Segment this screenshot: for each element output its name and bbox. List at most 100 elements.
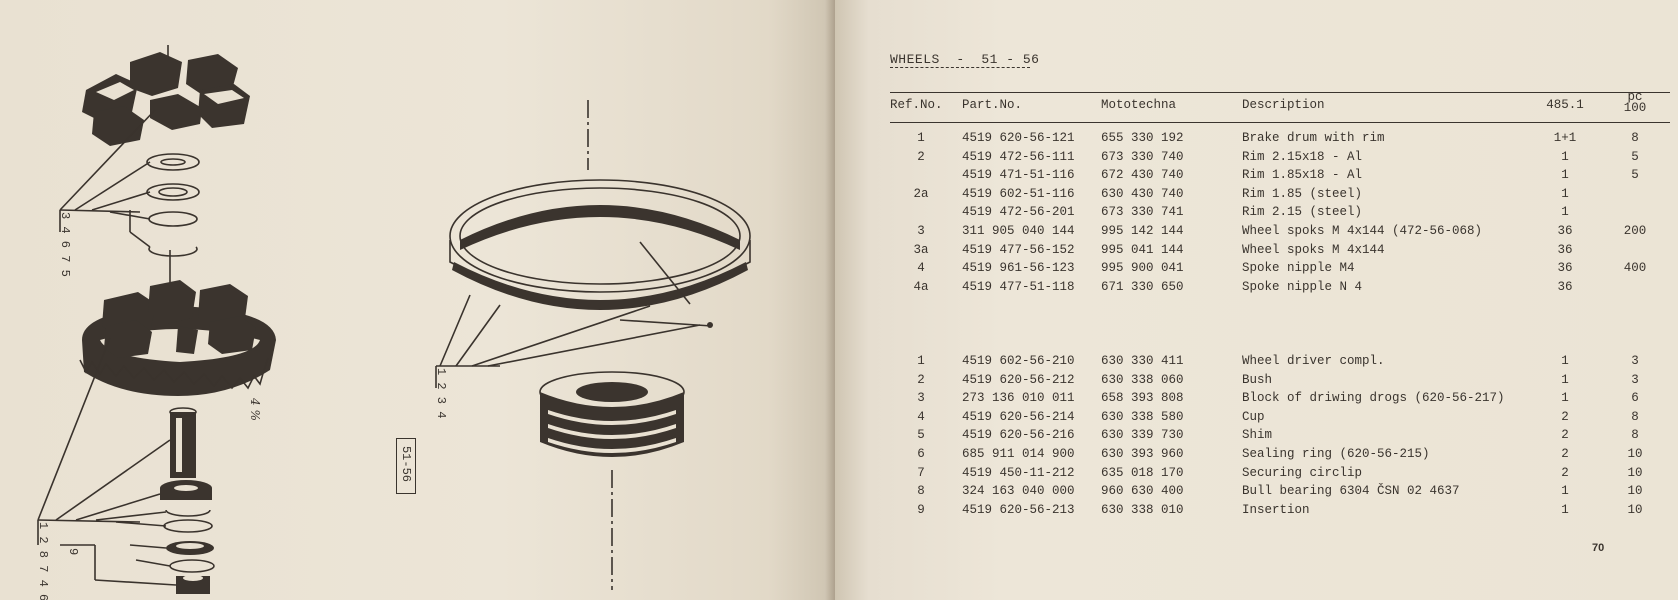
cell-mototechna-no: 995 900 041 xyxy=(1101,261,1184,276)
exploded-view-drawing xyxy=(37,45,751,594)
cell-ref-no: 6 xyxy=(917,447,925,461)
cell-ref-no: 1 xyxy=(917,131,925,145)
cell-description: Spoke nipple M4 xyxy=(1242,261,1355,276)
cell-pc-per-100: 3 xyxy=(1631,354,1639,368)
cell-mototechna-no: 630 430 740 xyxy=(1101,186,1184,201)
cell-quantity: 1 xyxy=(1561,354,1569,368)
table-header: Ref.No. Part.No. Mototechna Description … xyxy=(0,91,1678,122)
cell-part-no: 4519 450-11-212 xyxy=(962,465,1075,480)
cell-pc-per-100: 8 xyxy=(1631,428,1639,443)
cell-pc-per-100: 3 xyxy=(1631,372,1639,387)
cell-part-no: 4519 620-56-214 xyxy=(962,409,1075,424)
cell-ref-no: 9 xyxy=(917,502,925,517)
cell-description: Rim 2.15x18 - Al xyxy=(1242,149,1363,164)
brake-drum-drawing xyxy=(539,371,685,590)
cell-ref-no: 8 xyxy=(917,484,925,499)
cell-description: Sealing ring (620-56-215) xyxy=(1242,447,1430,461)
section-title-text: WHEELS - 51 - 56 xyxy=(890,52,1040,67)
parts-table-row: 9 4519 620-56-213 630 338 010 Insertion 1 10 xyxy=(0,503,1678,521)
cell-description: Wheel driver compl. xyxy=(1242,354,1385,368)
cell-mototechna-no: 630 330 411 xyxy=(1101,354,1184,368)
cell-quantity: 2 xyxy=(1561,465,1569,480)
cell-mototechna-no: 630 339 730 xyxy=(1101,428,1184,443)
cell-ref-no: 3a xyxy=(913,242,929,257)
cell-quantity: 1 xyxy=(1561,502,1569,517)
cell-quantity: 2 xyxy=(1561,447,1569,461)
cell-mototechna-no: 995 142 144 xyxy=(1101,224,1184,238)
parts-table-row: 3a 4519 477-56-152 995 041 144 Wheel spoks … xyxy=(0,243,1678,261)
cell-description: Securing circlip xyxy=(1242,465,1363,480)
cell-description: Spoke nipple N 4 xyxy=(1242,279,1363,294)
cell-mototechna-no: 630 338 580 xyxy=(1101,409,1184,424)
cell-quantity: 1 xyxy=(1561,186,1569,201)
cell-quantity: 36 xyxy=(1557,242,1573,257)
cell-description: Cup xyxy=(1242,409,1265,424)
cell-quantity: 1 xyxy=(1561,168,1569,183)
cell-part-no: 4519 620-56-216 xyxy=(962,428,1075,443)
cell-part-no: 4519 620-56-121 xyxy=(962,131,1075,145)
cell-quantity: 1 xyxy=(1561,149,1569,164)
cell-ref-no: 2a xyxy=(913,186,929,201)
right-page-parts-list xyxy=(835,0,1678,600)
cell-part-no: 4519 477-51-118 xyxy=(962,279,1075,294)
cell-description: Rim 1.85x18 - Al xyxy=(1242,168,1363,183)
cell-quantity: 36 xyxy=(1557,224,1573,238)
cell-description: Insertion xyxy=(1242,502,1310,517)
cell-pc-per-100: 5 xyxy=(1631,168,1639,183)
rim-callout-leaders xyxy=(435,294,701,388)
cell-quantity: 2 xyxy=(1561,409,1569,424)
cell-description: Wheel spoks M 4x144 xyxy=(1242,242,1385,257)
cell-description: Rim 1.85 (steel) xyxy=(1242,186,1363,201)
cell-ref-no: 2 xyxy=(917,372,925,387)
cell-part-no: 324 163 040 000 xyxy=(962,484,1075,499)
cell-pc-per-100: 10 xyxy=(1627,502,1643,517)
cell-ref-no: 4 xyxy=(917,261,925,276)
upper-callout-leaders xyxy=(59,109,156,248)
cell-description: Bull bearing 6304 ČSN 02 4637 xyxy=(1242,484,1460,499)
cell-ref-no: 5 xyxy=(917,428,925,443)
cell-part-no: 4519 471-51-116 xyxy=(962,168,1075,183)
callout-number-nine: 9 xyxy=(66,548,80,556)
cell-quantity: 1 xyxy=(1561,484,1569,499)
cell-pc-per-100: 10 xyxy=(1627,484,1643,499)
cell-pc-per-100: 8 xyxy=(1631,131,1639,145)
cell-description: Block of driwing drogs (620-56-217) xyxy=(1242,391,1505,406)
cell-pc-per-100: 10 xyxy=(1627,465,1643,480)
cell-part-no: 4519 477-56-152 xyxy=(962,242,1075,257)
cell-mototechna-no: 630 338 010 xyxy=(1101,502,1184,517)
sprocket-assembly xyxy=(79,280,276,396)
callout-numbers-lower: 1 2 8 7 4 6 5 xyxy=(36,522,50,600)
cell-quantity: 1 xyxy=(1561,205,1569,220)
header-pc-per-100: pc 100 xyxy=(1610,90,1660,115)
cell-part-no: 4519 620-56-213 xyxy=(962,502,1075,517)
cell-quantity: 1 xyxy=(1561,372,1569,387)
cell-quantity: 36 xyxy=(1557,279,1573,294)
cell-mototechna-no: 995 041 144 xyxy=(1101,242,1184,257)
cell-part-no: 273 136 010 011 xyxy=(962,391,1075,406)
cell-pc-per-100: 10 xyxy=(1627,447,1643,461)
table-top-rule xyxy=(890,92,1670,93)
cell-ref-no: 7 xyxy=(917,465,925,480)
cell-description: Shim xyxy=(1242,428,1273,443)
header-pc: pc xyxy=(1627,90,1643,104)
header-description: Description xyxy=(1242,98,1325,112)
header-ref-no: Ref.No. xyxy=(890,98,943,112)
cell-part-no: 311 905 040 144 xyxy=(962,224,1075,238)
cell-pc-per-100: 200 xyxy=(1623,224,1647,238)
section-title: WHEELS - 51 - 56 xyxy=(890,52,1040,68)
cell-mototechna-no: 630 393 960 xyxy=(1101,447,1184,461)
cell-ref-no: 4 xyxy=(917,409,925,424)
cell-mototechna-no: 960 630 400 xyxy=(1101,484,1184,499)
